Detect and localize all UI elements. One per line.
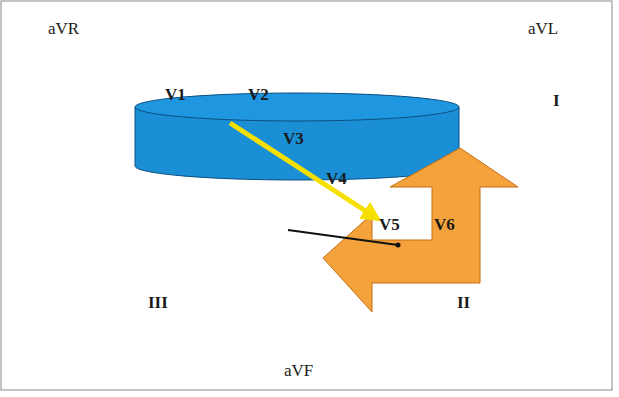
lead-label: aVL (528, 20, 558, 37)
chest-lead-label: V3 (283, 130, 304, 147)
lead-label: aVF (284, 362, 313, 379)
limb-lead-label: III (148, 294, 168, 311)
chest-lead-label: V2 (248, 86, 269, 103)
frame (1, 1, 612, 390)
chest-lead-label: V5 (379, 216, 400, 233)
chest-lead-label: V6 (434, 216, 455, 233)
chest-lead-label: V1 (165, 86, 186, 103)
limb-lead-label: I (553, 92, 560, 109)
rotation-arrow (323, 148, 518, 312)
lead-label: aVR (48, 20, 79, 37)
chest-lead-label: V4 (326, 170, 347, 187)
vector-arrow (230, 123, 378, 219)
limb-lead-label: II (457, 294, 470, 311)
axis-dot (396, 243, 401, 248)
